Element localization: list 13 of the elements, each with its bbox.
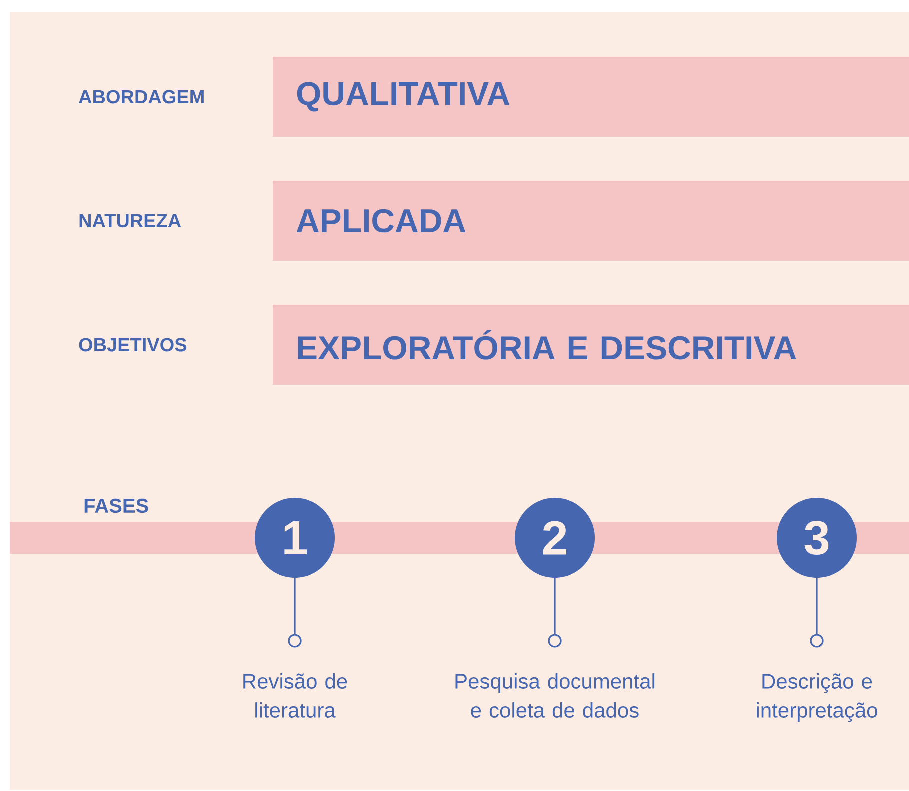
row-label: NATUREZA xyxy=(80,214,182,228)
phase-description: Descrição e interpretação xyxy=(757,674,878,722)
phase-description: Revisão de literatura xyxy=(244,674,348,718)
section-heading: FASES xyxy=(84,498,148,514)
phase-description: Pesquisa documental e coleta de dados xyxy=(456,674,655,718)
leader-line xyxy=(554,578,556,634)
category-bar: APLICADA xyxy=(273,181,909,261)
leader-line xyxy=(816,578,818,634)
leader-line xyxy=(294,578,296,634)
row-label: OBJETIVOS xyxy=(79,338,187,352)
category-bar: EXPLORATÓRIA E DESCRITIVA xyxy=(273,305,909,385)
row-label: ABORDAGEM xyxy=(79,90,204,104)
category-bar: QUALITATIVA xyxy=(273,57,909,137)
